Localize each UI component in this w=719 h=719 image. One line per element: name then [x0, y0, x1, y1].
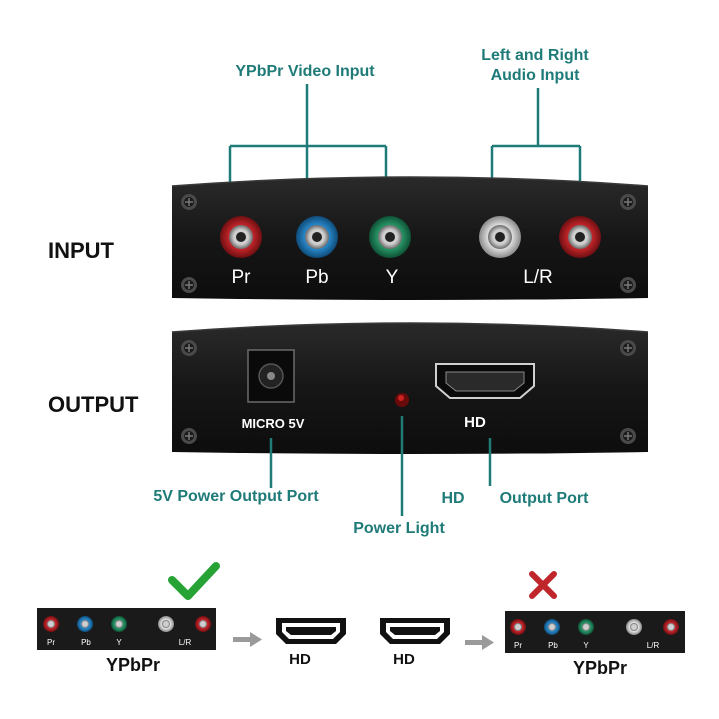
- output-panel: MICRO 5V HD: [171, 322, 649, 454]
- mini-y-label: Y: [116, 638, 122, 647]
- ypbpr-left-label: YPbPr: [106, 655, 160, 675]
- output-port-label: Output Port: [500, 490, 590, 507]
- pb-label: Pb: [305, 267, 328, 288]
- power-output-port-label: 5V Power Output Port: [153, 488, 319, 505]
- audio-right-jack-icon: [559, 216, 601, 258]
- mini-lr-label: L/R: [179, 638, 192, 647]
- output-callout-lines: [269, 416, 492, 516]
- input-panel: Pr Pb Y L/R: [171, 176, 649, 300]
- lr-label: L/R: [523, 267, 553, 288]
- arrow-right-icon: [233, 632, 262, 647]
- hd-right-label: HD: [393, 651, 415, 668]
- y-jack-icon: [369, 216, 411, 258]
- mini-y-label: Y: [583, 641, 589, 650]
- hdmi-port-icon: [380, 618, 450, 644]
- micro5v-label: MICRO 5V: [242, 416, 305, 431]
- screw-icon: [181, 194, 197, 210]
- arrow-right-icon: [465, 635, 494, 650]
- screw-icon: [620, 340, 636, 356]
- screw-icon: [620, 277, 636, 293]
- mini-pb-label: Pb: [548, 641, 558, 650]
- hd-left-label: HD: [289, 651, 311, 668]
- power-light-label: Power Light: [353, 520, 445, 537]
- audio-input-label-line1: Left and Right: [481, 47, 589, 64]
- screw-icon: [181, 340, 197, 356]
- ypbpr-mini-panel-left: Pr Pb Y L/R: [37, 608, 216, 650]
- mini-pb-label: Pb: [81, 638, 91, 647]
- ypbpr-video-input-label: YPbPr Video Input: [235, 63, 375, 80]
- screw-icon: [181, 277, 197, 293]
- power-led-icon: [395, 393, 409, 407]
- pr-jack-icon: [220, 216, 262, 258]
- audio-left-jack-icon: [479, 216, 521, 258]
- pr-label: Pr: [232, 267, 252, 288]
- y-label: Y: [386, 267, 399, 288]
- screw-icon: [620, 428, 636, 444]
- hd-callout-prefix: HD: [441, 490, 464, 507]
- cross-icon: [529, 571, 557, 599]
- mini-lr-label: L/R: [647, 641, 660, 650]
- output-side-label: OUTPUT: [48, 392, 139, 417]
- ypbpr-right-label: YPbPr: [573, 658, 627, 678]
- hdmi-port-icon: [276, 618, 346, 644]
- hd-panel-label: HD: [464, 414, 486, 431]
- pb-jack-icon: [296, 216, 338, 258]
- ypbpr-mini-panel-right: Pr Pb Y L/R: [505, 611, 685, 653]
- screw-icon: [181, 428, 197, 444]
- hdmi-port-icon: [435, 363, 535, 399]
- input-side-label: INPUT: [48, 238, 115, 263]
- mini-pr-label: Pr: [514, 641, 522, 650]
- mini-pr-label: Pr: [47, 638, 55, 647]
- audio-input-label-line2: Audio Input: [491, 67, 581, 84]
- dc-power-port-icon: [247, 349, 295, 403]
- checkmark-icon: [168, 562, 220, 600]
- screw-icon: [620, 194, 636, 210]
